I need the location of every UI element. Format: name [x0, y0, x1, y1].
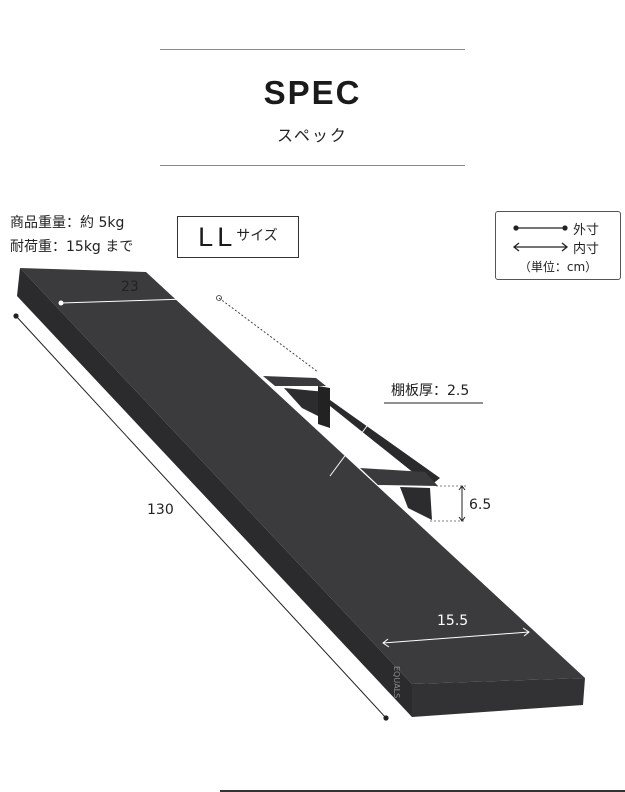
thickness-leader-on-board — [329, 402, 385, 477]
outer-dimension-icon — [513, 225, 568, 231]
size-label-suffix: サイズ — [236, 228, 278, 244]
shelf-board: EQUALS — [17, 268, 585, 717]
depth-dimension-dot — [58, 300, 64, 306]
dimension-legend: 外寸 内寸 （単位：cm） — [495, 211, 621, 280]
length-value: 130 — [147, 502, 174, 518]
inner-dimension-icon — [512, 242, 569, 252]
inner-width-value: 15.5 — [437, 613, 469, 629]
length-dimension-dot — [383, 715, 389, 721]
depth-value: 23 — [121, 279, 139, 295]
bottom-rule — [160, 165, 465, 166]
length-dimension-line — [15, 315, 387, 719]
page-title: SPEC — [263, 74, 362, 111]
legend-outer-label: 外寸 — [573, 223, 600, 238]
brand-engraving: EQUALS — [392, 666, 401, 698]
size-label-box: LL サイズ — [177, 216, 299, 258]
spec-weight: 商品重量：約 5kg — [10, 215, 125, 231]
legend-unit: （単位：cm） — [518, 260, 598, 274]
shelf-bracket — [263, 376, 440, 520]
spec-load: 耐荷重：15kg まで — [10, 239, 134, 255]
legend-inner-label: 内寸 — [573, 242, 600, 257]
page-subtitle: スペック — [277, 126, 348, 145]
depth-dimension-line — [60, 297, 220, 304]
depth-leader-dashed — [218, 297, 319, 373]
length-dimension-dot — [13, 313, 19, 319]
legend-inner-row: 内寸 — [496, 238, 620, 257]
size-label-main: LL — [198, 221, 237, 252]
bottom-edge-bar — [220, 790, 625, 792]
legend-outer-row: 外寸 — [496, 219, 620, 238]
inner-width-line — [382, 631, 530, 644]
shelf-thickness-label: 棚板厚：2.5 — [391, 383, 470, 399]
bracket-height-value: 6.5 — [469, 497, 492, 513]
top-rule — [160, 49, 465, 50]
